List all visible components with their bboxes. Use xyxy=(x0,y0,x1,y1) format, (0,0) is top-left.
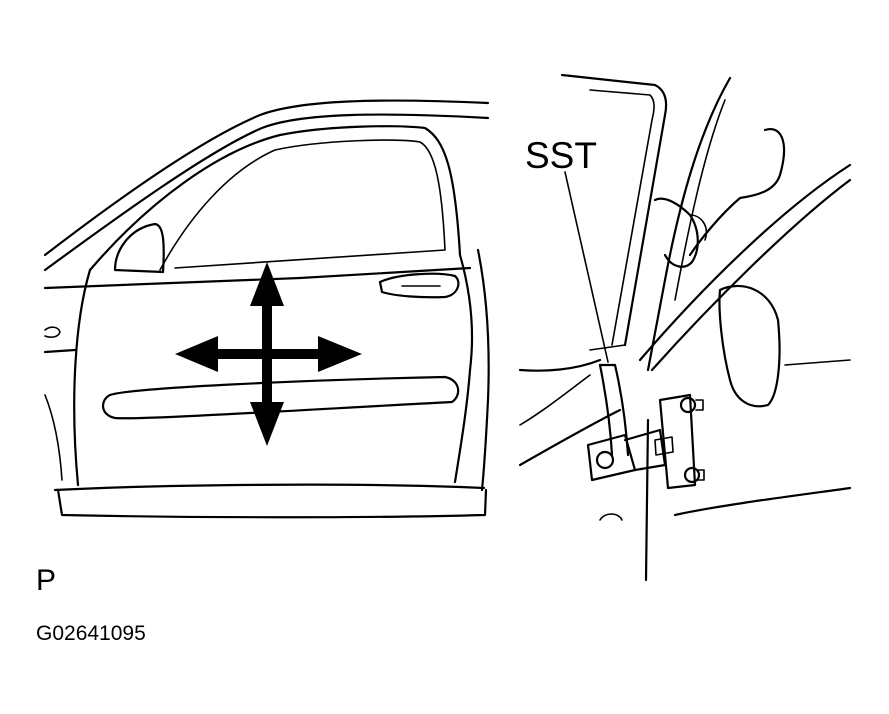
sst-leader-line xyxy=(564,171,609,363)
sst-label: SST xyxy=(525,135,597,176)
position-label: P xyxy=(36,564,56,597)
front-door-illustration xyxy=(43,99,490,519)
door-hinge-icon xyxy=(586,393,705,490)
hinge-detail-illustration xyxy=(518,73,852,582)
figure-code: G02641095 xyxy=(36,622,146,645)
four-way-arrow-icon xyxy=(175,262,362,446)
